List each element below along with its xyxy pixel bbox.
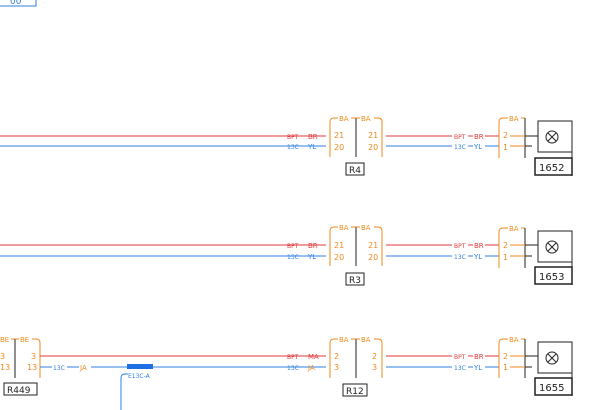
device-housing-label: BA [509, 225, 519, 233]
device-1652: BA 2 1 1652 [498, 115, 573, 176]
circuit-row-1655: BE BE 3 13 3 13 R449 13C JA E13C-A BPT [0, 336, 573, 410]
wire-label-bpt: BPT [454, 243, 466, 250]
color-code-yl: YL [307, 253, 316, 261]
pin-number: 2 [503, 131, 508, 140]
color-code-br: BR [474, 242, 484, 250]
connector-housing-label: BA [339, 115, 349, 123]
color-code-yl: YL [473, 143, 482, 151]
color-code-yl: YL [473, 253, 482, 261]
circuit-row-1653: BPT BR 13C YL BA BA 21 20 21 20 R3 BPT B… [0, 224, 573, 286]
pin-number: 3 [0, 352, 5, 361]
wire-label-bpt: BPT [287, 134, 299, 141]
wire-label-bpt: BPT [287, 243, 299, 250]
connector-housing-label: BE [0, 336, 9, 344]
color-code-br: BR [308, 133, 318, 141]
device-housing-label: BA [509, 115, 519, 123]
pin-number: 2 [334, 352, 339, 361]
connector-housing-label: BA [339, 224, 349, 232]
pin-number: 21 [334, 131, 344, 140]
pin-number: 3 [31, 352, 36, 361]
connector-label: R449 [7, 386, 31, 396]
color-code-yl: YL [307, 143, 316, 151]
pin-number: 20 [334, 143, 344, 152]
wire-label-13c: 13C [454, 365, 466, 372]
top-box-label: 00 [10, 0, 22, 7]
wire-label-13c: 13C [53, 365, 65, 372]
device-housing-label: BA [509, 336, 519, 344]
color-code-yl: YL [473, 364, 482, 372]
color-code-br: BR [308, 242, 318, 250]
device-label: 1652 [539, 163, 564, 174]
color-code-br: BR [474, 353, 484, 361]
wire-label-13c: 13C [287, 144, 299, 151]
connector-label: R12 [346, 387, 364, 397]
wire-label-bpt: BPT [287, 354, 299, 361]
connector-label: R3 [349, 276, 361, 286]
pin-number: 1 [503, 143, 508, 152]
device-label: 1653 [539, 272, 564, 283]
pin-number: 13 [27, 363, 37, 372]
device-1655: BA 2 1 1655 [498, 336, 573, 396]
lamp-icon [545, 240, 559, 254]
pin-number: 21 [334, 241, 344, 250]
pin-number: 3 [372, 363, 377, 372]
connector-housing-label: BA [361, 336, 371, 344]
device-label: 1655 [539, 383, 564, 394]
pin-number: 1 [503, 363, 508, 372]
pin-number: 21 [368, 131, 378, 140]
wire-label-13c: 13C [454, 254, 466, 261]
pin-number: 2 [503, 352, 508, 361]
splice-label: E13C-A [128, 373, 151, 380]
pin-number: 2 [503, 241, 508, 250]
device-1653: BA 2 1 1653 [498, 225, 573, 285]
pin-number: 1 [503, 253, 508, 262]
color-code-ja: JA [79, 364, 87, 372]
wire-label-13c: 13C [454, 144, 466, 151]
connector-housing-label: BA [361, 115, 371, 123]
connector-R12: BA BA 2 3 2 3 R12 [329, 336, 383, 397]
color-code-ja: JA [307, 364, 315, 372]
pin-number: 20 [368, 143, 378, 152]
lamp-icon [545, 130, 559, 144]
pin-number: 3 [334, 363, 339, 372]
pin-number: 20 [334, 253, 344, 262]
splice-E13C-A: E13C-A [120, 364, 153, 410]
color-code-ma: MA [308, 353, 319, 361]
connector-housing-label: BA [361, 224, 371, 232]
pin-number: 13 [0, 363, 10, 372]
lamp-icon [545, 351, 559, 365]
connector-R3: BA BA 21 20 21 20 R3 [329, 224, 383, 286]
connector-housing-label: BE [20, 336, 29, 344]
color-code-br: BR [474, 133, 484, 141]
wire-label-bpt: BPT [454, 354, 466, 361]
pin-number: 2 [372, 352, 377, 361]
connector-R4: BA BA 21 20 21 20 R4 [329, 115, 383, 176]
pin-number: 21 [368, 241, 378, 250]
connector-label: R4 [349, 166, 361, 176]
connector-housing-label: BA [339, 336, 349, 344]
pin-number: 20 [368, 253, 378, 262]
wire-label-bpt: BPT [454, 134, 466, 141]
circuit-row-1652: BPT BR 13C YL BA BA 21 20 21 20 R4 BPT B… [0, 115, 573, 176]
wire-label-13c: 13C [287, 254, 299, 261]
connector-R449: BE BE 3 13 3 13 R449 [0, 336, 41, 396]
wire-label-13c: 13C [287, 365, 299, 372]
top-left-box: 00 [0, 0, 37, 7]
